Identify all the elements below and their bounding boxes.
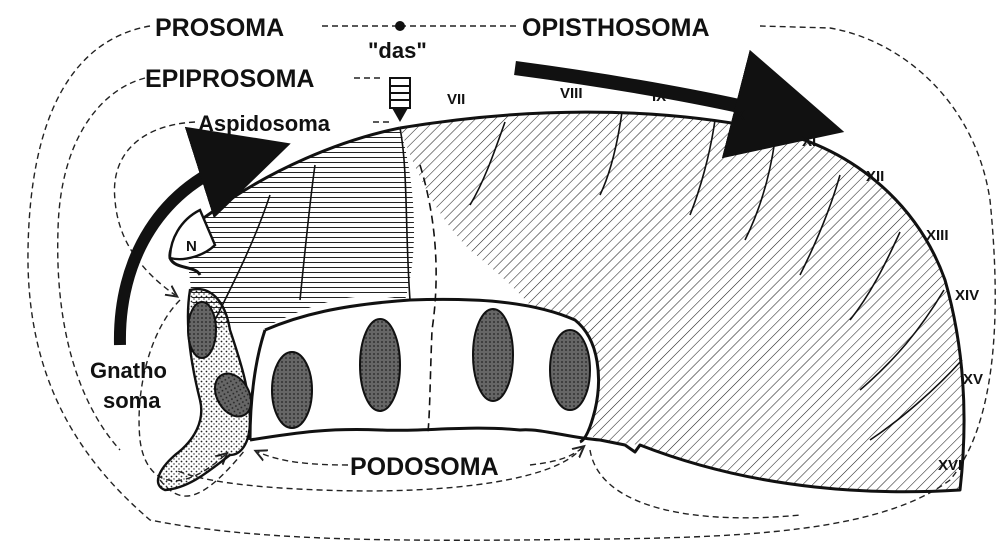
segment-label: VIII (560, 85, 583, 102)
segment-label: VII (447, 91, 465, 108)
label-gnathosoma-2: soma (103, 388, 161, 413)
label-opisthosoma: OPISTHOSOMA (522, 14, 710, 42)
segment-label: XV (963, 371, 983, 388)
segment-label: X (735, 107, 745, 124)
segment-label: XI (802, 133, 816, 150)
label-podosoma: PODOSOMA (350, 453, 499, 481)
label-n: N (186, 238, 197, 255)
segment-label: IX (652, 88, 666, 105)
label-gnathosoma-1: Gnatho (90, 358, 167, 383)
gnathosoma-organ-1 (188, 302, 216, 358)
segment-label: XIII (926, 227, 949, 244)
label-prosoma: PROSOMA (155, 14, 284, 42)
label-epiprosoma: EPIPROSOMA (145, 65, 314, 93)
segment-label: XIV (955, 287, 979, 304)
coxa-2 (360, 319, 400, 411)
aspidosoma-region (189, 128, 414, 330)
coxa-4 (550, 330, 590, 410)
label-das: "das" (368, 38, 427, 63)
segment-label: XVI (938, 457, 962, 474)
das-dot (395, 21, 405, 31)
coxa-1 (272, 352, 312, 428)
coxa-3 (473, 309, 513, 401)
label-aspidosoma: Aspidosoma (198, 111, 331, 136)
segment-label: XII (866, 168, 884, 185)
